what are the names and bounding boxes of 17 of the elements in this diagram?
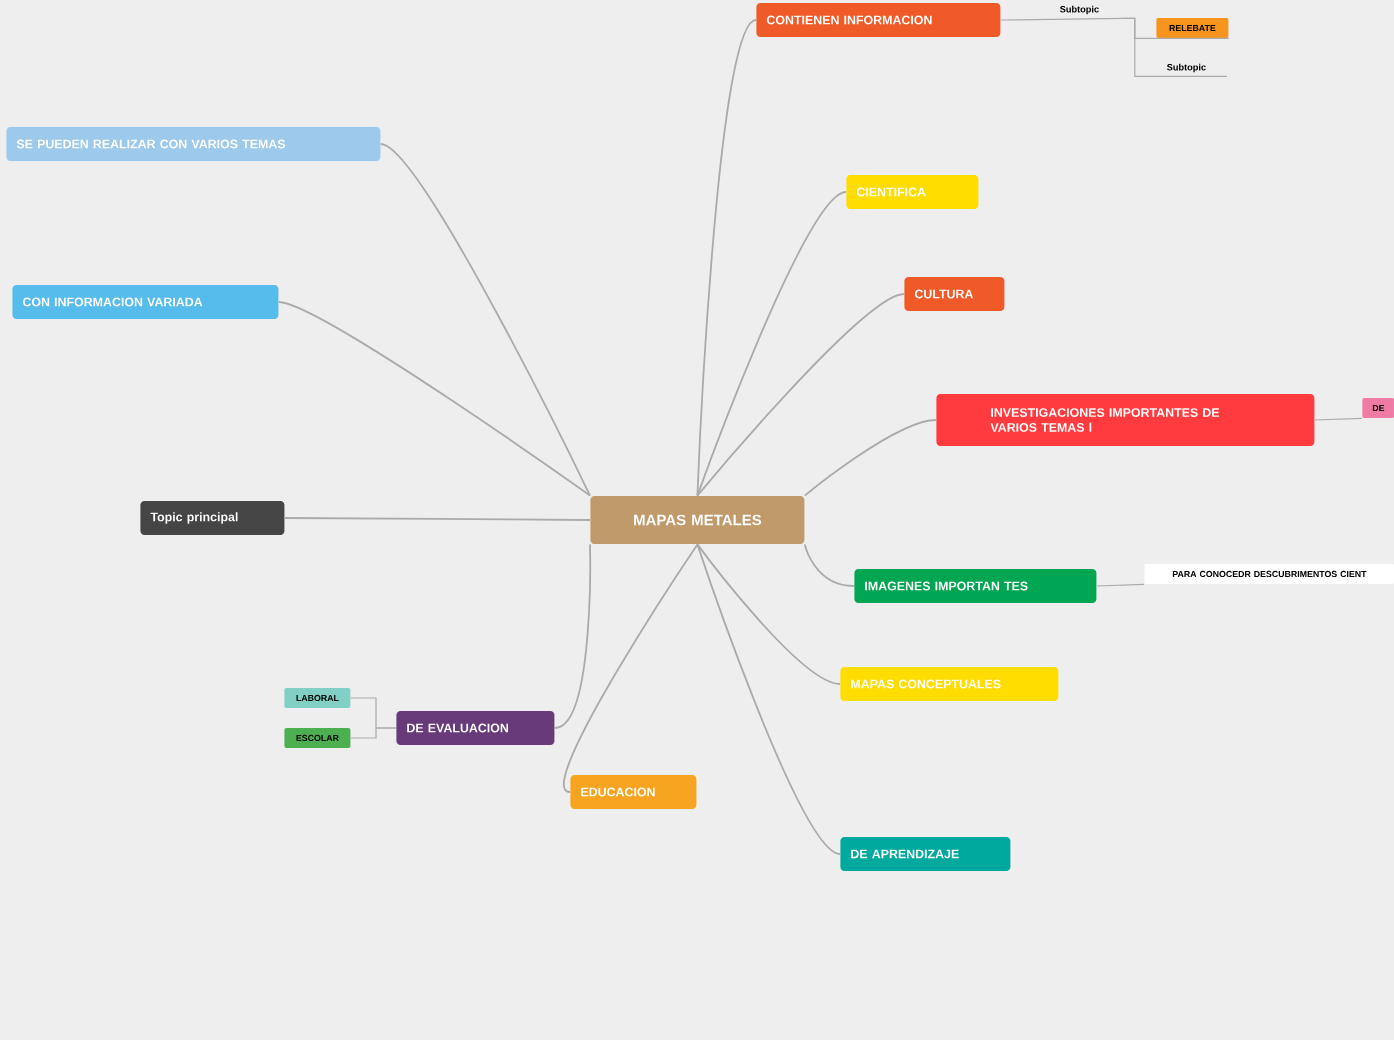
branch-line [1314, 417, 1363, 421]
branch-line [696, 543, 841, 685]
branch-line [1096, 583, 1145, 587]
branch-line [803, 543, 855, 587]
branch-line [696, 191, 847, 497]
branch-line [696, 293, 905, 497]
branch-line [277, 301, 591, 497]
branch-line [696, 19, 757, 497]
branch-line [379, 143, 591, 497]
branch-line [803, 419, 937, 497]
branch-line [1000, 17, 1124, 21]
branch-line [553, 543, 592, 729]
branch-line [1122, 17, 1228, 77]
branch-line [563, 543, 699, 793]
branch-line [283, 517, 591, 521]
branch-line [350, 727, 397, 739]
branch-line [696, 543, 841, 855]
